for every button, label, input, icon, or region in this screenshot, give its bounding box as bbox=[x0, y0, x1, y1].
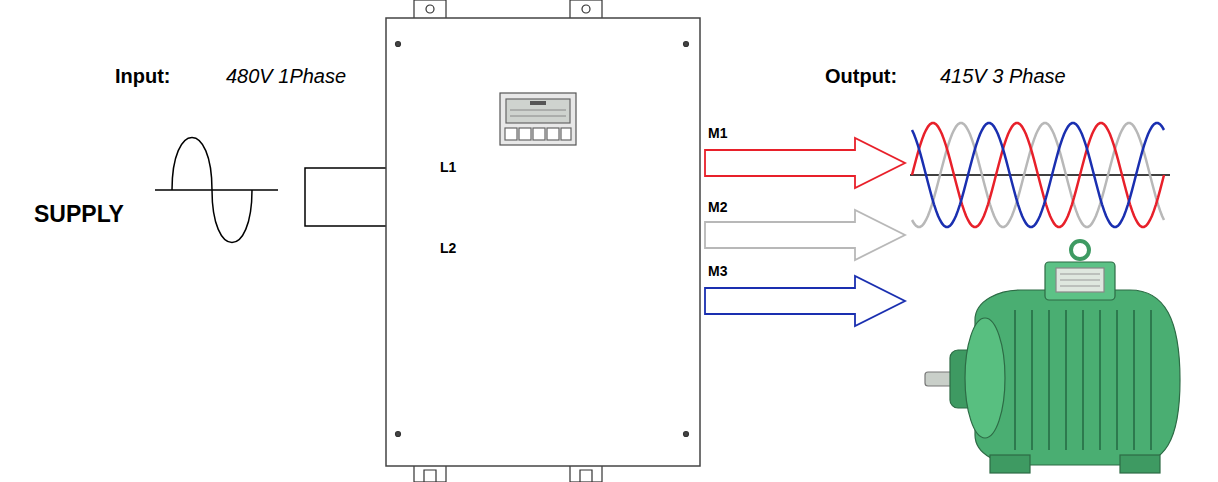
cooling-fin bbox=[1116, 310, 1118, 450]
supply-label: SUPPLY bbox=[34, 203, 124, 226]
terminal-label: M2 bbox=[708, 200, 727, 214]
terminal-label: M1 bbox=[708, 126, 727, 140]
input-heading: Input: bbox=[115, 66, 171, 86]
output-arrow-m3 bbox=[705, 276, 905, 326]
cooling-fin bbox=[1048, 310, 1050, 450]
cooling-fin bbox=[1082, 310, 1084, 450]
cooling-fin bbox=[1099, 310, 1101, 450]
three-phase-waves bbox=[910, 123, 1170, 227]
terminal-label: L1 bbox=[440, 160, 456, 174]
output-spec: 415V 3 Phase bbox=[940, 66, 1066, 86]
cooling-fin bbox=[1065, 310, 1067, 450]
output-heading: Output: bbox=[825, 66, 897, 86]
input-spec: 480V 1Phase bbox=[226, 66, 346, 86]
motor-illustration bbox=[925, 241, 1180, 473]
output-arrow-m1 bbox=[705, 138, 905, 188]
cooling-fin bbox=[1014, 310, 1016, 450]
drive-enclosure bbox=[386, 0, 700, 482]
terminal-label: L2 bbox=[440, 241, 456, 255]
phase-wave bbox=[912, 123, 1164, 227]
output-arrow-m2 bbox=[705, 210, 905, 260]
phase-wave bbox=[912, 123, 1164, 227]
terminal-label: M3 bbox=[708, 264, 727, 278]
cooling-fin bbox=[1031, 310, 1033, 450]
phase-wave bbox=[912, 123, 1164, 227]
supply-sine bbox=[155, 138, 278, 243]
cooling-fin bbox=[1133, 310, 1135, 450]
cooling-fin bbox=[1150, 310, 1152, 450]
